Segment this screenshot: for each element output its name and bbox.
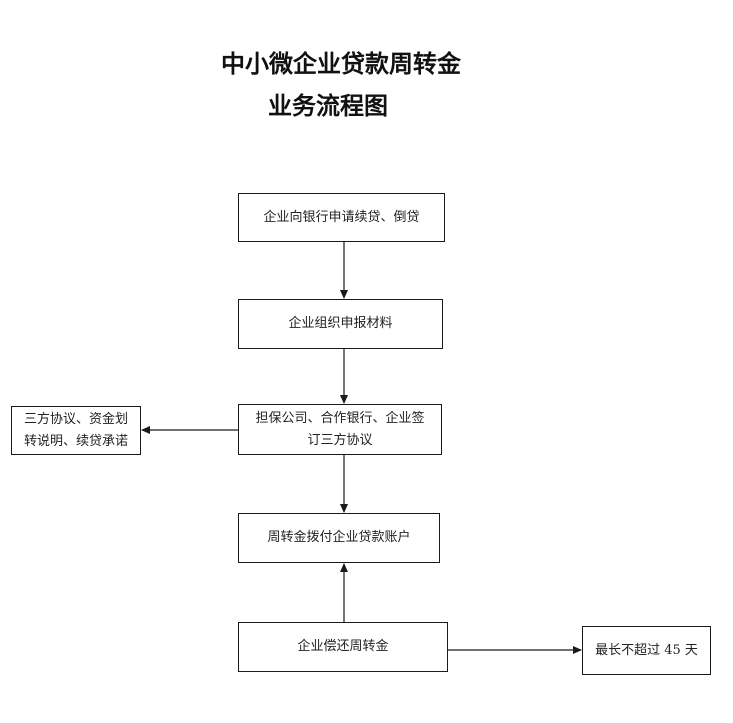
node-label-line-1: 担保公司、合作银行、企业签: [255, 410, 425, 426]
node-agreement-documents: 三方协议、资金划 转说明、续贷承诺: [11, 406, 141, 455]
node-disburse-fund: 周转金拨付企业贷款账户: [238, 513, 440, 563]
node-label-line-1: 三方协议、资金划: [23, 411, 128, 427]
node-label-line-2: 转说明、续贷承诺: [23, 433, 128, 449]
node-label: 企业偿还周转金: [297, 639, 389, 654]
node-label: 最长不超过 45 天: [595, 642, 698, 658]
page-title: 中小微企业贷款周转金: [221, 50, 461, 78]
node-time-limit: 最长不超过 45 天: [582, 626, 711, 675]
node-repay-fund: 企业偿还周转金: [238, 622, 448, 672]
node-sign-agreement: 担保公司、合作银行、企业签 订三方协议: [238, 404, 442, 455]
node-label-line-2: 订三方协议: [307, 432, 373, 448]
node-prepare-materials: 企业组织申报材料: [238, 299, 443, 349]
node-label: 企业组织申报材料: [288, 316, 393, 331]
node-label: 企业向银行申请续贷、倒贷: [263, 209, 420, 225]
node-label: 周转金拨付企业贷款账户: [267, 530, 411, 545]
node-apply-renewal: 企业向银行申请续贷、倒贷: [238, 193, 445, 242]
page-subtitle: 业务流程图: [268, 92, 388, 120]
